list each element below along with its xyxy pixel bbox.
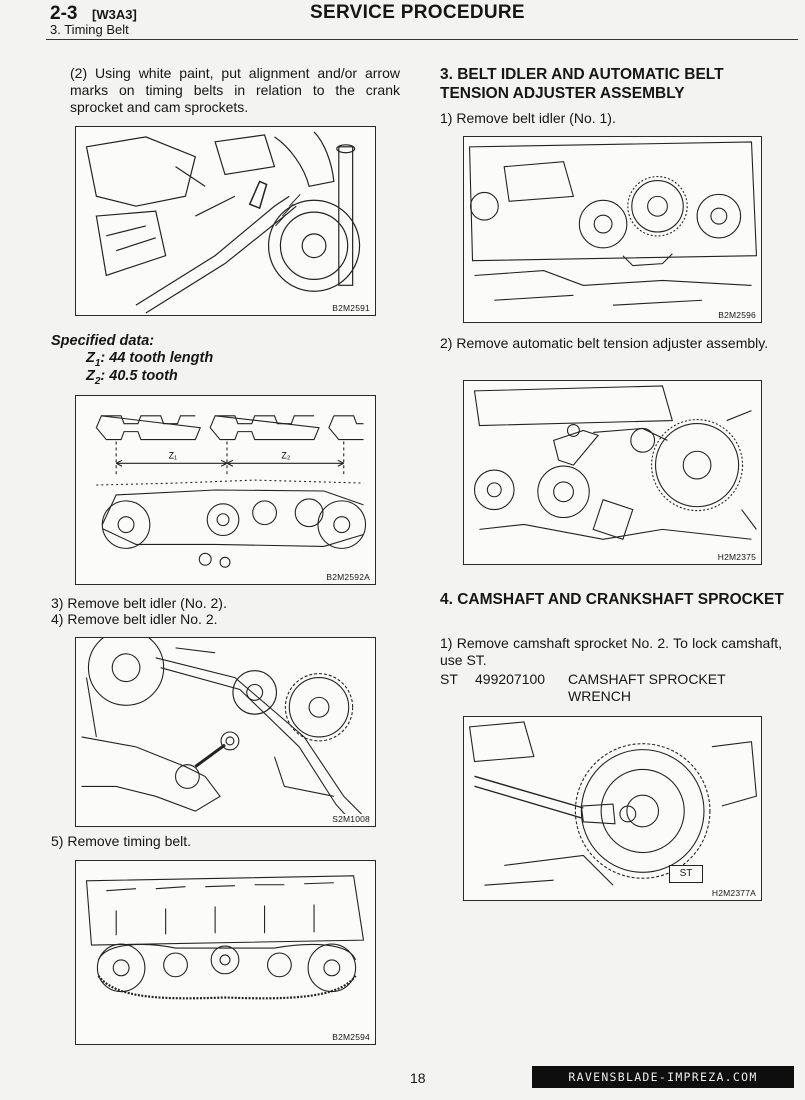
header-rule xyxy=(46,39,798,40)
z2-label: Z₂ xyxy=(281,450,290,460)
figure-camshaft-sprocket: ST H2M2377A xyxy=(463,716,762,901)
page-title: SERVICE PROCEDURE xyxy=(310,2,525,23)
section-code: [W3A3] xyxy=(92,7,137,22)
figure-alignment-marks: B2M2591 xyxy=(75,126,376,316)
section-number: 2-3 xyxy=(50,3,78,24)
tool-number: 499207100 xyxy=(475,671,546,687)
watermark-banner: RAVENSBLADE-IMPREZA.COM xyxy=(532,1066,794,1088)
section4-title: 4. CAMSHAFT AND CRANKSHAFT SPROCKET xyxy=(440,591,784,608)
s3-step1-text: 1) Remove belt idler (No. 1). xyxy=(440,110,616,126)
spec-z2-value: : 40.5 tooth xyxy=(100,368,178,384)
figure-belt-idler: B2M2596 xyxy=(463,136,762,323)
step2-text: (2) Using white paint, put alignment and… xyxy=(70,65,400,115)
figure-tension-adjuster-drawing xyxy=(473,385,757,540)
figure-tooth-length-drawing: Z₁ Z₂ xyxy=(95,415,367,568)
s4-step1-text: 1) Remove camshaft sprocket No. 2. To lo… xyxy=(440,635,782,668)
figure-code: S2M1008 xyxy=(331,814,371,824)
spec-z2-symbol: Z2 xyxy=(86,368,101,387)
figure-code: H2M2375 xyxy=(716,552,757,562)
figure-idler-removal: S2M1008 xyxy=(75,637,376,827)
figure-idler-removal-drawing xyxy=(81,638,364,825)
spec-z2: Z2: 40.5 tooth xyxy=(86,368,178,387)
figure-camshaft-sprocket-drawing xyxy=(468,721,758,886)
step4-text: 4) Remove belt idler No. 2. xyxy=(51,611,218,627)
section3-title: 3. BELT IDLER AND AUTOMATIC BELT TENSION… xyxy=(440,66,724,102)
page-number: 18 xyxy=(410,1070,426,1086)
spec-heading: Specified data: xyxy=(51,333,155,349)
figure-belt-idler-drawing xyxy=(468,141,758,306)
figure-timing-belt: B2M2594 xyxy=(75,860,376,1045)
figure-tooth-length: Z₁ Z₂ B2M2592A xyxy=(75,395,376,585)
figure-timing-belt-drawing xyxy=(85,875,365,1000)
figure-code: B2M2596 xyxy=(717,310,757,320)
figure-code: B2M2594 xyxy=(331,1032,371,1042)
figure-code: B2M2592A xyxy=(325,572,371,582)
figure-tension-adjuster: H2M2375 xyxy=(463,380,762,565)
step3-text: 3) Remove belt idler (No. 2). xyxy=(51,595,227,611)
tool-prefix: ST xyxy=(440,671,458,687)
z1-label: Z₁ xyxy=(169,450,177,460)
subsection-title: 3. Timing Belt xyxy=(50,22,129,37)
step5-text: 5) Remove timing belt. xyxy=(51,833,192,849)
spec-z1-symbol: Z1 xyxy=(86,350,101,369)
spec-z1-value: : 44 tooth length xyxy=(100,350,214,366)
tool-name: CAMSHAFT SPROCKET WRENCH xyxy=(568,671,726,704)
figure-code: B2M2591 xyxy=(331,303,371,313)
figure-code: H2M2377A xyxy=(710,888,757,898)
st-label-box: ST xyxy=(669,865,703,883)
spec-z1: Z1: 44 tooth length xyxy=(86,350,213,369)
s3-step2-text: 2) Remove automatic belt tension adjuste… xyxy=(440,335,769,351)
figure-alignment-marks-drawing xyxy=(85,131,361,314)
